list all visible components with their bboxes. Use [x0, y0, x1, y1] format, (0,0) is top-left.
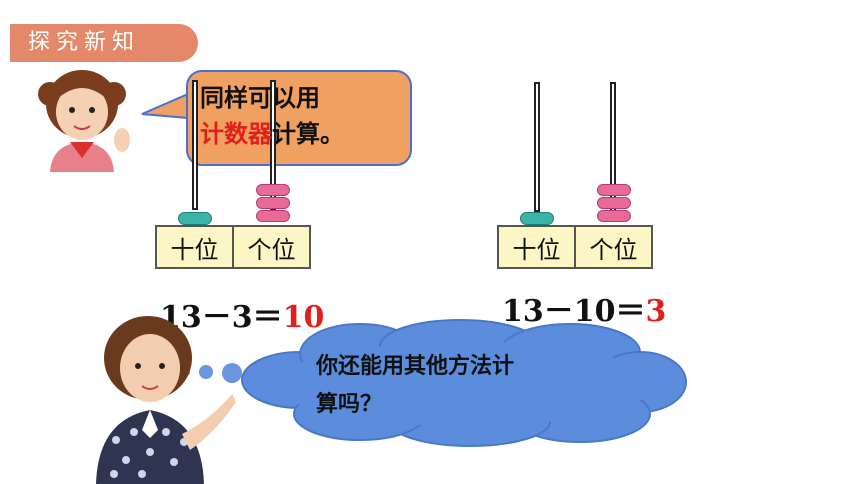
abacus-right-tens-rod — [534, 82, 540, 212]
abacus-right-tens-label: 十位 — [512, 235, 561, 264]
bubble-keyword: 计数器 — [200, 120, 272, 148]
section-tag: 探究新知 — [10, 24, 198, 62]
bubble-tail — [141, 92, 189, 120]
equation-left: 13－3＝10 — [160, 292, 324, 336]
bubble-text: 同样可以用 计数器计算。 — [200, 80, 410, 152]
bead — [597, 210, 631, 222]
bead — [597, 184, 631, 196]
equation-right-answer: 3 — [645, 294, 667, 329]
abacus-right-tens-beads — [520, 212, 554, 225]
abacus-left-ones-beads — [256, 184, 290, 222]
bead — [178, 212, 212, 225]
bead — [256, 210, 290, 222]
equation-right: 13－10＝3 — [502, 286, 666, 330]
abacus-left-tens-rod — [192, 80, 198, 210]
abacus-left-base: 十位 个位 — [155, 225, 311, 269]
abacus-left-tens-label: 十位 — [170, 235, 219, 264]
equation-left-text: 13－3＝ — [160, 300, 283, 335]
abacus-left-ones-label: 个位 — [232, 227, 309, 267]
abacus-right-base: 十位 个位 — [497, 225, 653, 269]
bubble-line-2-rest: 计算。 — [272, 120, 344, 148]
girl-illustration — [38, 70, 130, 172]
abacus-right-ones-label: 个位 — [574, 227, 651, 267]
cloud-line-1: 你还能用其他方法计 — [316, 354, 515, 379]
thought-cloud — [241, 319, 687, 447]
bead — [256, 197, 290, 209]
bubble-line-2: 计数器计算。 — [200, 116, 410, 152]
abacus-left-ones-rod — [270, 80, 276, 210]
cloud-line-2: 算吗？ — [316, 392, 383, 417]
child-illustration — [96, 316, 236, 484]
bead — [597, 197, 631, 209]
equation-left-answer: 10 — [282, 300, 325, 335]
speech-bubble — [186, 70, 412, 166]
bead — [256, 184, 290, 196]
bead — [520, 212, 554, 225]
abacus-left-tens-beads — [178, 212, 212, 225]
abacus-right-ones-beads — [597, 184, 631, 222]
bubble-line-1: 同样可以用 — [200, 84, 320, 112]
cloud-text: 你还能用其他方法计 算吗？ — [316, 348, 636, 424]
